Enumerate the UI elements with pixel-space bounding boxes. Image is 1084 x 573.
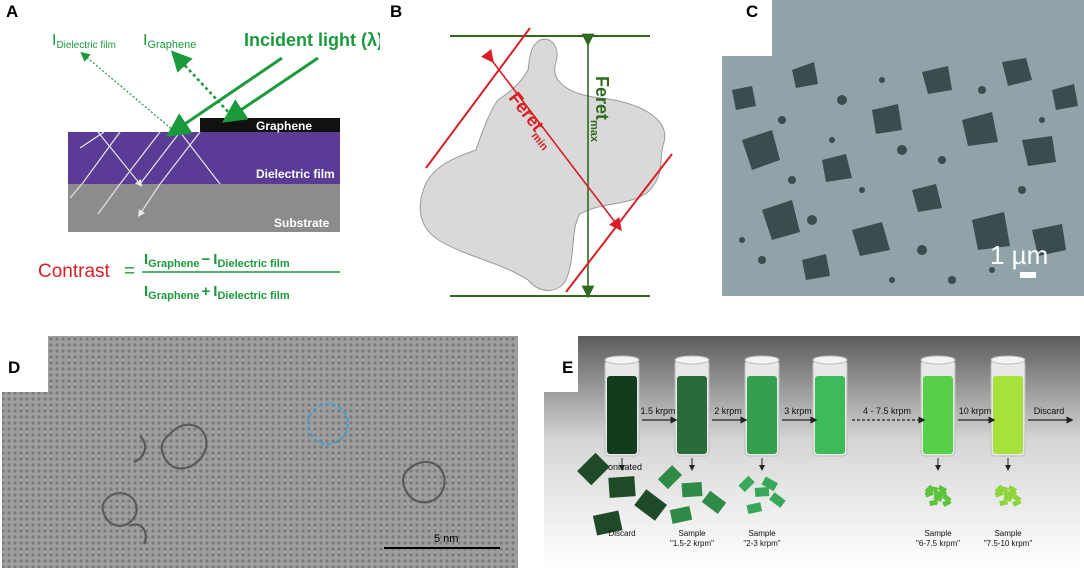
substrate-layer [68,184,340,232]
sample-label-3: Sample [748,529,776,538]
incident-light-label: Incident light (λ) [244,30,380,50]
step-label-5: 10 krpm [959,406,992,416]
vial-6 [990,355,1026,457]
panel-e: E Sonicated 1.5 krpm 2 krpm 3 krpm 4 - 7.5 … [524,336,1084,568]
panel-e-label: E [562,358,574,377]
scale-bar-c [1020,272,1036,278]
dielectric-label: Dielectric film [256,167,335,181]
panel-c-label: C [746,2,759,21]
defect-highlight-circle [307,403,349,445]
step-label-1: 1.5 krpm [640,406,675,416]
i-graphene-label: IGraphene [143,32,196,51]
vials-group: Sonicated [602,355,1026,472]
panel-e-diagram: Sonicated 1.5 krpm 2 krpm 3 krpm 4 - 7.5 kr… [544,336,1080,568]
flakes [732,58,1078,284]
sample-4: Sample"6-7.5 krpm" [916,458,960,548]
step-label-2: 2 krpm [714,406,742,416]
scale-label-d: 5 nm [434,533,458,545]
defects [101,423,446,545]
sample-3: Sample"2-3 krpm" [738,458,786,548]
step-arrow-4: 4 - 7.5 krpm [852,406,926,424]
contrast-word: Contrast [38,261,111,282]
step-arrow-5: 10 krpm [958,406,996,424]
particle-shape [419,38,666,291]
vial-2 [674,355,710,457]
vial-3 [744,355,780,457]
arrows-group: 1.5 krpm 2 krpm 3 krpm 4 - 7.5 krpm 10 krpm D… [640,406,1074,424]
i-dielectric-label: IDielectric film [52,32,116,51]
panel-b-label: B [390,2,403,21]
panel-d-micrograph: 5 nm [2,336,518,568]
denominator: IGraphene+IDielectric film [144,283,290,302]
panel-a-label: A [6,2,19,21]
step-arrow-6: Discard [1028,406,1074,424]
panel-c: C 1 µm [722,0,1084,298]
step-label-6: Discard [1034,406,1065,416]
step-arrow-3: 3 krpm [782,406,818,424]
panel-d: D 5 nm [0,336,518,568]
panel-b: B Feretmin Feretmax [380,0,720,310]
feret-max-label: Feretmax [588,76,612,143]
panel-b-diagram: Feretmin Feretmax [419,27,673,299]
vial-1: Sonicated [602,355,642,472]
panel-a-diagram: IDielectric film IGraphene Incident ligh… [38,30,383,302]
sample-label-5: "7.5-10 krpm" [984,539,1033,548]
substrate-label: Substrate [274,216,330,230]
vial-4 [812,355,848,457]
numerator: IGraphene−IDielectric film [144,251,290,270]
step-label-4: 4 - 7.5 krpm [863,406,911,416]
sample-2: Sample"1.5-2 krpm" [657,458,727,548]
feret-min-arrow [481,49,622,232]
sample-label-4: Sample [924,529,952,538]
scale-label-c: 1 µm [990,240,1048,270]
sample-label-5: Sample [994,529,1022,538]
sample-label-4: "6-7.5 krpm" [916,539,960,548]
sample-label-1: Discard [608,529,635,538]
sample-label-3: "2-3 krpm" [743,539,780,548]
step-label-3: 3 krpm [784,406,812,416]
graphene-label: Graphene [256,119,312,133]
panel-c-micrograph: 1 µm [722,0,1084,296]
sample-5: Sample"7.5-10 krpm" [984,458,1033,548]
sample-label-2: Sample [678,529,706,538]
step-arrow-1: 1.5 krpm [640,406,678,424]
equals-sign: = [124,261,135,282]
sample-label-2: "1.5-2 krpm" [670,539,714,548]
panel-a: A [0,0,383,310]
panel-d-label: D [8,358,21,377]
step-arrow-2: 2 krpm [712,406,748,424]
vial-5 [920,355,956,457]
sample-1: Discard [577,452,668,538]
